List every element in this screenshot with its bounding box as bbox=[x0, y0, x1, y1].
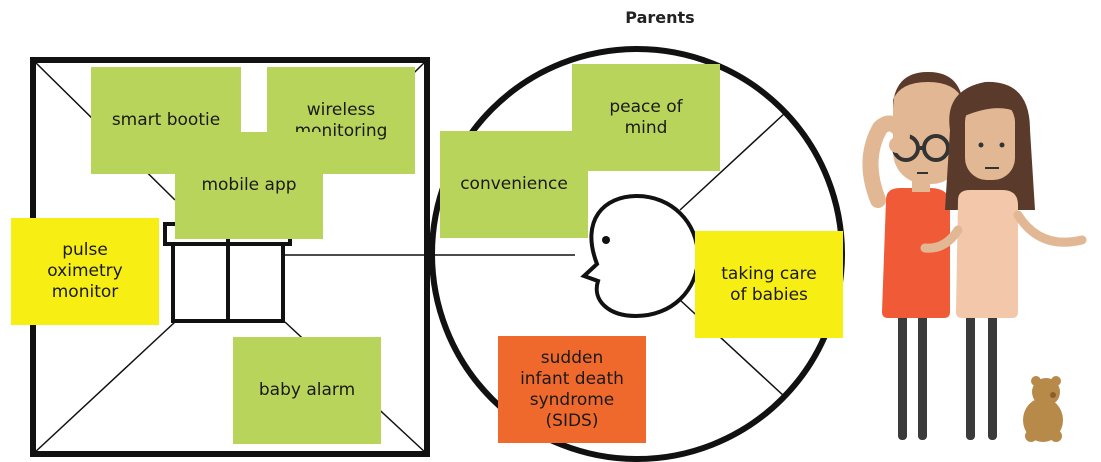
note-sids: sudden infant death syndrome (SIDS) bbox=[498, 336, 646, 443]
parents-illustration bbox=[862, 72, 1087, 442]
note-convenience: convenience bbox=[440, 131, 588, 238]
note-taking-care-of-babies: taking care of babies bbox=[695, 231, 843, 338]
note-peace-of-mind: peace of mind bbox=[572, 64, 720, 171]
teddy-bear-icon bbox=[1023, 376, 1063, 442]
note-baby-alarm: baby alarm bbox=[233, 337, 381, 444]
box-diagonal-bottom-left bbox=[32, 321, 176, 455]
parent-woman-icon bbox=[920, 81, 1087, 440]
note-mobile-app: mobile app bbox=[175, 132, 323, 239]
note-pulse-oximetry-monitor: pulse oximetry monitor bbox=[11, 218, 159, 325]
face-icon bbox=[580, 193, 701, 319]
page-title: Parents bbox=[625, 8, 695, 27]
circle-diagonal-top-right bbox=[679, 112, 786, 211]
parent-man-icon bbox=[862, 72, 963, 440]
